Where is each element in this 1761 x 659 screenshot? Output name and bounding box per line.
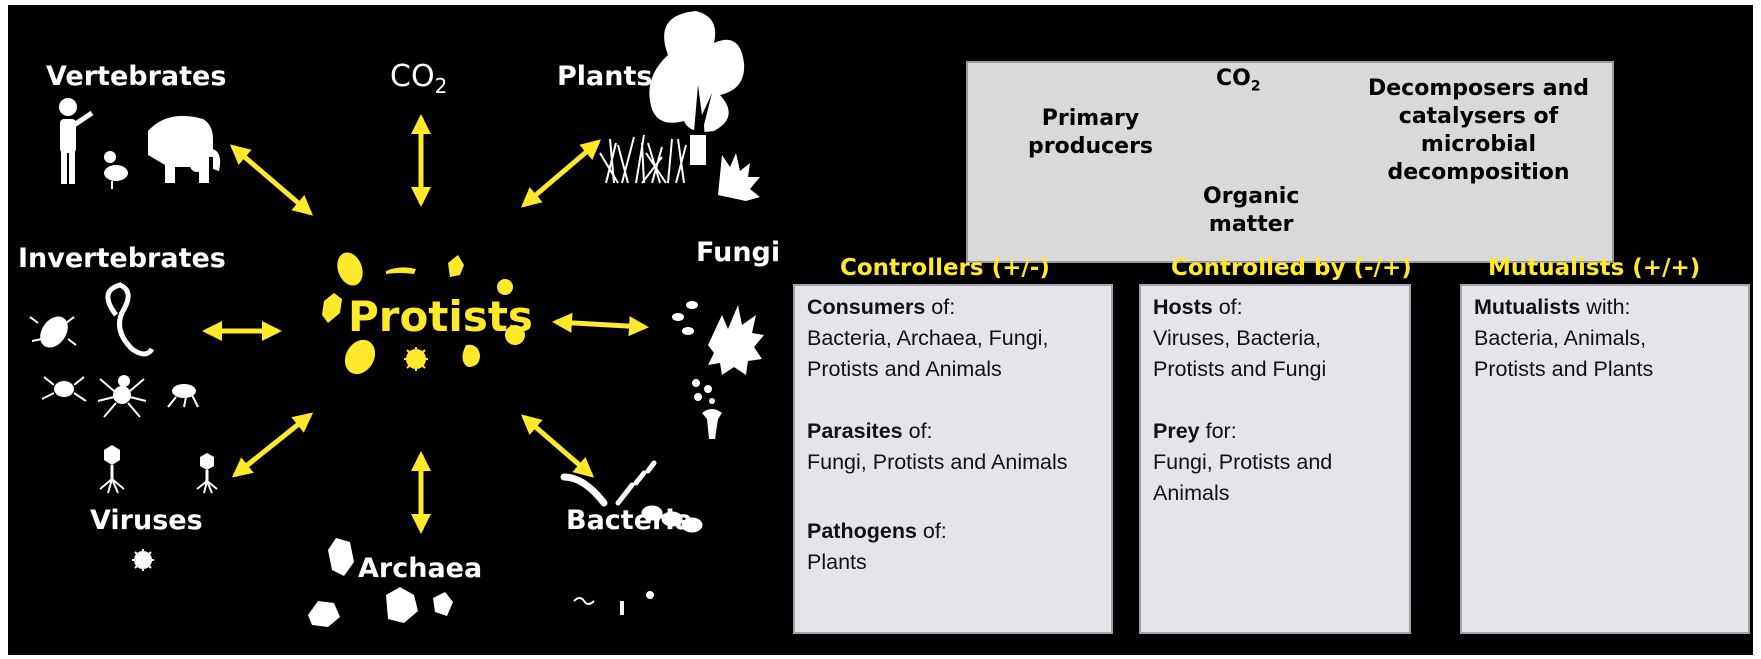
mite-icon	[42, 377, 86, 401]
virus-icon	[132, 549, 154, 571]
arrow-vertebrates	[233, 147, 310, 213]
hosts-line-1: Viruses, Bacteria,	[1153, 323, 1326, 354]
beetle-icon	[30, 311, 76, 353]
entry-consumers: Consumers of: Bacteria, Archaea, Fungi, …	[807, 292, 1048, 385]
label-plants: Plants	[557, 61, 652, 92]
fungus-icon	[708, 305, 764, 375]
co2-subscript: 2	[435, 74, 448, 98]
duck-icon	[104, 151, 128, 189]
bacteriophage-icon	[100, 445, 217, 493]
term-pathogens: Pathogens	[807, 519, 917, 543]
nematode-icon	[108, 285, 152, 354]
entry-mutualists: Mutualists with: Bacteria, Animals, Prot…	[1474, 292, 1653, 385]
term-mutualists: Mutualists	[1474, 295, 1580, 319]
cycle-decomposers-line-3: microbial	[1368, 131, 1589, 159]
entry-parasites-heading: Parasites of:	[807, 416, 1068, 447]
heading-controlled-by: Controlled by (-/+)	[1171, 255, 1412, 281]
suffix-pathogens: of:	[917, 519, 947, 543]
diagram-panel: Vertebrates CO2 Plants Invertebrates Fun…	[8, 5, 1753, 655]
heading-controllers: Controllers (+/-)	[840, 255, 1050, 281]
term-parasites: Parasites	[807, 419, 903, 443]
spores-icon	[672, 301, 715, 404]
entry-pathogens: Pathogens of: Plants	[807, 516, 947, 578]
flea-icon	[168, 384, 198, 407]
spider-icon	[98, 375, 146, 417]
suffix-hosts: of:	[1213, 295, 1243, 319]
entry-prey: Prey for: Fungi, Protists and Animals	[1153, 416, 1332, 509]
elephant-icon	[148, 116, 220, 183]
tree-icon	[649, 11, 744, 165]
heading-mutualists: Mutualists (+/+)	[1488, 255, 1700, 281]
term-hosts: Hosts	[1153, 295, 1213, 319]
label-co2: CO2	[390, 59, 447, 98]
cycle-decomposers-line-1: Decomposers and	[1368, 75, 1589, 103]
cycle-decomposers-line-4: decomposition	[1368, 159, 1589, 187]
consumers-line-2: Protists and Animals	[807, 354, 1048, 385]
cycle-matter-line: matter	[1203, 211, 1299, 239]
cycle-primary-producers: Primary producers	[1028, 105, 1153, 161]
prey-line-2: Animals	[1153, 478, 1332, 509]
cycle-producers-line: producers	[1028, 133, 1153, 161]
center-label-protists: Protists	[348, 292, 533, 341]
human-icon	[59, 98, 92, 184]
suffix-prey: for:	[1200, 419, 1237, 443]
carbon-cycle-box: CO2 Primary producers Decomposers and ca…	[966, 61, 1614, 263]
arrow-bacteria	[524, 417, 591, 475]
entry-parasites: Parasites of: Fungi, Protists and Animal…	[807, 416, 1068, 478]
label-bacteria: Bacteria	[566, 505, 693, 536]
hosts-line-2: Protists and Fungi	[1153, 354, 1326, 385]
suffix-consumers: of:	[925, 295, 955, 319]
mushroom-icon	[702, 409, 722, 439]
cycle-organic-matter: Organic matter	[1203, 183, 1299, 239]
arrow-fungi	[556, 322, 645, 327]
cycle-co2-text: CO	[1216, 66, 1251, 91]
label-archaea: Archaea	[358, 553, 482, 584]
mutualists-line-2: Protists and Plants	[1474, 354, 1653, 385]
suffix-parasites: of:	[903, 419, 933, 443]
label-vertebrates: Vertebrates	[46, 61, 226, 92]
entry-hosts: Hosts of: Viruses, Bacteria, Protists an…	[1153, 292, 1326, 385]
controlled-by-box: Hosts of: Viruses, Bacteria, Protists an…	[1139, 284, 1411, 634]
mutualists-line-1: Bacteria, Animals,	[1474, 323, 1653, 354]
controllers-box: Consumers of: Bacteria, Archaea, Fungi, …	[793, 284, 1113, 634]
prey-line-1: Fungi, Protists and	[1153, 447, 1332, 478]
co2-text: CO	[390, 59, 435, 94]
entry-mutualists-heading: Mutualists with:	[1474, 292, 1653, 323]
suffix-mutualists: with:	[1580, 295, 1630, 319]
arrow-plants	[524, 142, 598, 205]
label-fungi: Fungi	[696, 237, 780, 268]
entry-consumers-heading: Consumers of:	[807, 292, 1048, 323]
term-consumers: Consumers	[807, 295, 925, 319]
cycle-co2-subscript: 2	[1251, 78, 1261, 94]
pathogens-line-1: Plants	[807, 547, 947, 578]
leaf-icon	[718, 153, 760, 201]
cycle-co2: CO2	[1216, 65, 1261, 100]
parasites-line-1: Fungi, Protists and Animals	[807, 447, 1068, 478]
term-prey: Prey	[1153, 419, 1200, 443]
arrow-viruses	[235, 415, 310, 475]
cycle-primary-line: Primary	[1028, 105, 1153, 133]
entry-prey-heading: Prey for:	[1153, 416, 1332, 447]
label-invertebrates: Invertebrates	[18, 243, 226, 274]
label-viruses: Viruses	[90, 505, 203, 536]
cycle-decomposers: Decomposers and catalysers of microbial …	[1368, 75, 1589, 187]
bacteria-rod-icon	[564, 463, 702, 615]
entry-pathogens-heading: Pathogens of:	[807, 516, 947, 547]
cycle-organic-line: Organic	[1203, 183, 1299, 211]
consumers-line-1: Bacteria, Archaea, Fungi,	[807, 323, 1048, 354]
mutualists-box: Mutualists with: Bacteria, Animals, Prot…	[1460, 284, 1750, 634]
entry-hosts-heading: Hosts of:	[1153, 292, 1326, 323]
cycle-decomposers-line-2: catalysers of	[1368, 103, 1589, 131]
grass-icon	[600, 135, 686, 183]
